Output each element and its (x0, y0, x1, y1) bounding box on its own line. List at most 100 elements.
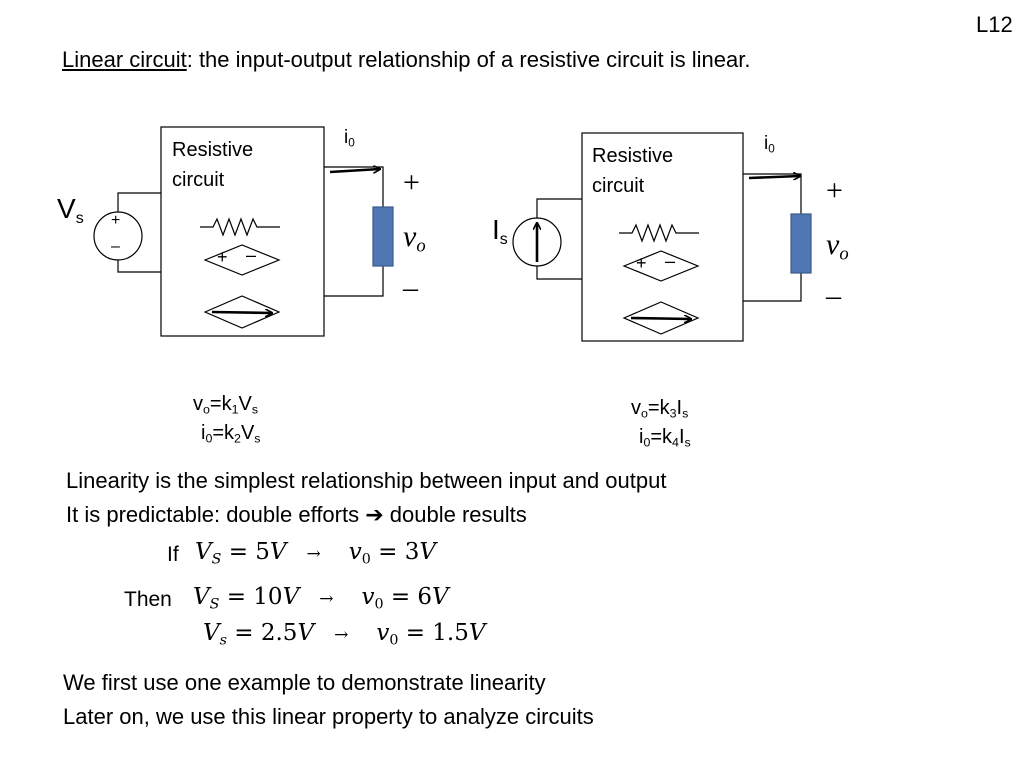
eq-term: I (678, 426, 685, 448)
box-label-line: Resistive (172, 139, 254, 161)
resistor-symbol (619, 223, 699, 243)
arrow-icon: ➔ (365, 503, 384, 528)
body-text-part: It is predictable: double efforts (66, 502, 366, 527)
current-subscript: 0 (348, 136, 355, 150)
output-wire (743, 273, 802, 302)
equation-i0: i0=k2Vs (193, 419, 261, 448)
eq-subscript: s (684, 435, 691, 450)
eq-subscript: o (203, 402, 210, 417)
output-plus: + (826, 174, 843, 207)
math-term: = 2.5 (226, 620, 298, 646)
circuit-2 (512, 132, 812, 342)
box-label-line: Resistive (592, 145, 674, 167)
source-wire (117, 259, 161, 273)
load-resistor (372, 206, 394, 267)
box-label: Resistive circuit (592, 141, 673, 201)
eq-subscript: 0 (643, 435, 651, 450)
output-wire (324, 166, 384, 207)
dependent-source-arrow (630, 318, 691, 319)
math-unit: V (269, 539, 287, 565)
eq-term: =k (212, 422, 235, 444)
heading-rest: : the input-output relationship of a res… (186, 47, 751, 72)
math-unit: V (419, 539, 437, 565)
math-term: = 1.5 (398, 620, 469, 646)
then-label: Then (124, 588, 172, 611)
output-voltage-subscript: o (416, 235, 426, 257)
math-term: v (376, 620, 390, 646)
eq-subscript: 1 (231, 402, 239, 417)
circuit-1-equations: vo=k1Vs i0=k2Vs (193, 390, 261, 448)
eq-subscript: s (682, 406, 689, 421)
source-subscript: s (75, 209, 84, 227)
if-label: If (167, 543, 179, 566)
footer-line: Later on, we use this linear property to… (63, 704, 594, 729)
dependent-source-arrow (211, 312, 272, 313)
eq-term: v (193, 393, 203, 415)
math-term: = 5 (221, 539, 270, 565)
output-voltage-label: vo (826, 228, 849, 265)
eq-term: I (676, 397, 683, 419)
source-label: Is (492, 214, 508, 248)
current-arrow (748, 176, 800, 178)
eq-subscript: o (641, 406, 648, 421)
math-unit: V (468, 620, 486, 646)
source-subscript: s (499, 230, 508, 248)
math-term: V (203, 620, 220, 646)
math-subscript: 0 (374, 596, 384, 613)
math-line-1: VS = 5V→v0 = 3V (195, 539, 437, 566)
dependent-voltage-source (622, 250, 700, 282)
output-voltage-subscript: o (839, 243, 849, 265)
source-wire (536, 198, 582, 218)
box-label: Resistive circuit (172, 135, 253, 195)
math-unit: V (432, 584, 449, 610)
math-subscript: S (209, 596, 220, 613)
arrow-icon: → (306, 544, 321, 564)
dependent-plus: + (636, 253, 647, 273)
eq-term: V (238, 393, 252, 415)
equation-vo: vo=k1Vs (193, 390, 261, 419)
box-label-line: circuit (172, 169, 225, 191)
math-term: V (195, 539, 212, 565)
output-wire (743, 173, 802, 214)
eq-term: i (201, 422, 206, 444)
footer-line: We first use one example to demonstrate … (63, 670, 546, 695)
eq-term: v (631, 397, 641, 419)
output-voltage-label: vo (403, 220, 426, 257)
current-symbol: i (344, 127, 349, 148)
body-text: Linearity is the simplest relationship b… (66, 464, 666, 533)
math-term: = 3 (370, 539, 420, 565)
source-symbol: V (57, 193, 76, 224)
output-wire (324, 266, 384, 297)
body-text-part: double results (383, 502, 527, 527)
eq-term: i (639, 426, 644, 448)
math-unit: V (297, 620, 315, 646)
math-term: V (193, 584, 210, 610)
equation-i0: i0=k4Is (631, 423, 691, 452)
math-line-3: Vs = 2.5V→v0 = 1.5V (203, 620, 486, 649)
current-subscript: 0 (768, 142, 775, 156)
source-label: Vs (57, 193, 84, 227)
output-minus: – (826, 279, 841, 312)
current-label: i0 (764, 133, 775, 155)
box-label-line: circuit (592, 175, 645, 197)
voltage-source (93, 211, 143, 261)
source-minus: – (111, 238, 120, 255)
slide-number: L12 (976, 12, 1013, 37)
math-line-2: VS = 10V→v0 = 6V (193, 584, 449, 613)
current-arrow (329, 169, 380, 172)
eq-subscript: s (254, 431, 261, 446)
body-line: It is predictable: double efforts ➔ doub… (66, 498, 666, 533)
math-term: v (348, 539, 362, 565)
resistor-symbol (200, 217, 280, 237)
heading: Linear circuit: the input-output relatio… (62, 47, 750, 73)
output-plus: + (403, 166, 420, 199)
eq-term: =k (650, 426, 673, 448)
math-subscript: s (219, 632, 227, 649)
math-term: v (361, 584, 375, 610)
eq-subscript: 4 (672, 435, 679, 450)
source-wire (536, 266, 582, 280)
source-symbol: I (492, 214, 500, 245)
footer-text: We first use one example to demonstrate … (63, 666, 594, 734)
body-line: Linearity is the simplest relationship b… (66, 468, 667, 493)
